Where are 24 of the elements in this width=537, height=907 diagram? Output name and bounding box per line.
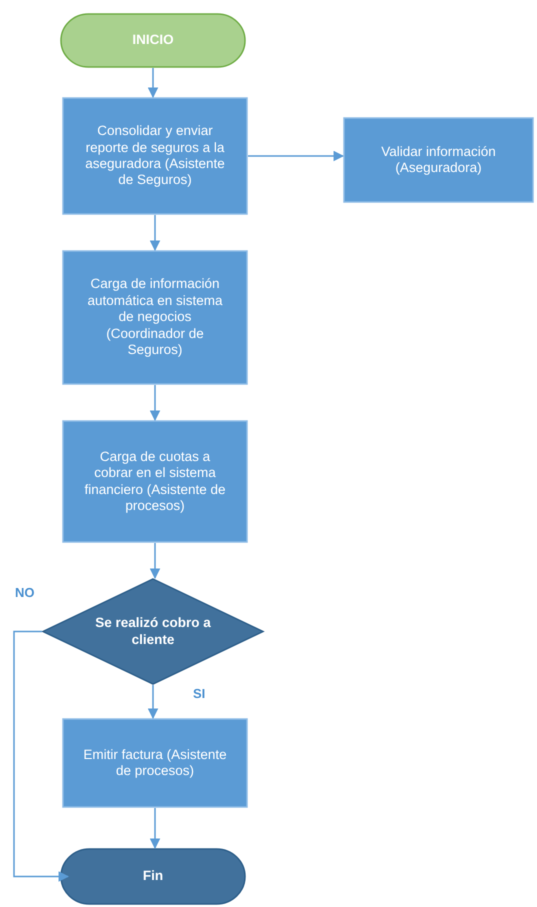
decision-diamond (42, 578, 264, 685)
arrow (248, 150, 344, 162)
process-box (62, 250, 248, 385)
process-box (62, 420, 248, 543)
arrow (13, 630, 70, 882)
process-box (343, 117, 534, 203)
node-text: Se realizó cobro a cliente (94, 615, 212, 648)
edge-label: SI (192, 686, 206, 701)
node-text: Validar información (Aseguradora) (380, 144, 497, 176)
arrow (150, 385, 160, 422)
node-text: Carga de cuotas a cobrar en el sistema financiero (Asistente de procesos) (83, 448, 227, 514)
process-box (62, 97, 248, 215)
node-text: Emitir factura (Asistente de procesos) (82, 746, 228, 780)
node-text: Carga de información automática en sistema de negocios (Coordinador de Seguros) (86, 276, 224, 359)
arrow (150, 543, 160, 580)
arrow (150, 808, 160, 850)
node-text: Consolidar y enviar reporte de seguros a la aseguradora (Asistente de Seguros) (84, 123, 226, 189)
arrow (150, 215, 160, 252)
node-text: INICIO (131, 32, 175, 49)
process-box (62, 718, 248, 808)
arrow (148, 685, 158, 720)
edge-label: NO (14, 585, 36, 600)
node-text: Fin (142, 868, 164, 885)
arrow (148, 68, 158, 98)
